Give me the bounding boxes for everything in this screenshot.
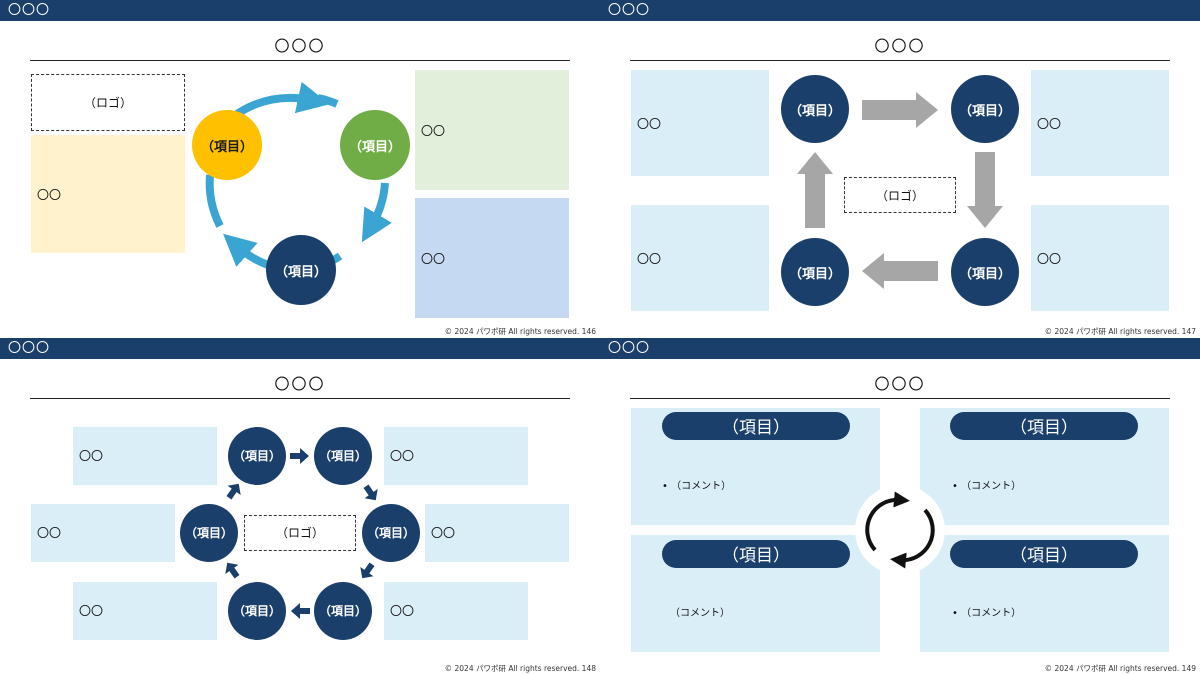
item-circle-top-right: （項目）: [340, 110, 410, 180]
header-text: 〇〇〇: [608, 3, 651, 18]
item-circle-top-right: （項目）: [951, 75, 1019, 143]
text-box-middle-right: 〇〇: [425, 503, 569, 562]
slide-title: 〇〇〇: [874, 374, 926, 393]
item-circle-middle-left: （項目）: [180, 503, 238, 562]
title-divider: [630, 397, 1170, 399]
slide-147: 〇〇〇 〇〇〇 〇〇 〇〇 〇〇 〇〇 （項目） （項目） （項目） （項目） …: [600, 0, 1200, 338]
comment-bottom-left: （コメント）: [670, 607, 730, 619]
item-pill-top-right: （項目）: [950, 411, 1138, 440]
title-divider: [630, 60, 1170, 61]
slide-148: 〇〇〇 〇〇〇 〇〇 〇〇 〇〇 〇〇 〇〇 〇〇: [0, 337, 600, 675]
slide-title: 〇〇〇: [274, 37, 326, 55]
text-box-right-top: 〇〇: [415, 70, 569, 190]
text-box-bottom-right: 〇〇: [384, 581, 528, 640]
item-circle-top-left: （項目）: [781, 75, 849, 143]
text-box-right-bottom: 〇〇: [415, 198, 569, 318]
item-circle-bottom-right: （項目）: [951, 238, 1019, 306]
text-box-bottom-left: 〇〇: [73, 581, 217, 640]
text-box-top-right: 〇〇: [1031, 70, 1169, 176]
comment-top-left: • （コメント）: [662, 480, 732, 492]
text-box-top-right: 〇〇: [384, 426, 528, 485]
flow-arrows: [797, 92, 1003, 289]
footer-copyright: © 2024 パワポ研 All rights reserved. 147: [1044, 326, 1196, 336]
text-box-top-left: 〇〇: [73, 426, 217, 485]
item-circle-bottom-right: （項目）: [314, 581, 372, 640]
item-circle-top-left: （項目）: [228, 426, 286, 485]
slide-header-bar: 〇〇〇: [600, 337, 1200, 359]
logo-placeholder: （ロゴ）: [244, 514, 356, 551]
slide-title: 〇〇〇: [874, 37, 926, 55]
header-text: 〇〇〇: [8, 340, 51, 356]
text-box-top-left: 〇〇: [631, 70, 769, 176]
flow-arrows: [225, 447, 378, 619]
header-text: 〇〇〇: [8, 3, 51, 18]
comment-top-right: • （コメント）: [952, 480, 1022, 492]
title-divider: [30, 397, 570, 399]
text-box-bottom-left: 〇〇: [631, 205, 769, 311]
item-circle-top-left: （項目）: [192, 110, 262, 180]
text-box-middle-left: 〇〇: [31, 503, 175, 562]
item-circle-top-right: （項目）: [314, 426, 372, 485]
item-circle-bottom-left: （項目）: [781, 238, 849, 306]
footer-copyright: © 2024 パワポ研 All rights reserved. 148: [444, 664, 596, 673]
slide-header-bar: 〇〇〇: [600, 0, 1200, 21]
footer-copyright: © 2024 パワポ研 All rights reserved. 146: [444, 326, 596, 336]
header-text: 〇〇〇: [608, 340, 651, 356]
logo-placeholder: （ロゴ）: [31, 74, 185, 131]
comment-bottom-right: • （コメント）: [952, 607, 1022, 619]
text-box-left: 〇〇: [31, 135, 185, 253]
item-circle-middle-right: （項目）: [362, 503, 420, 562]
logo-placeholder: （ロゴ）: [844, 177, 956, 213]
footer-copyright: © 2024 パワポ研 All rights reserved. 149: [1044, 664, 1196, 673]
item-circle-bottom: （項目）: [266, 235, 336, 305]
text-box-bottom-right: 〇〇: [1031, 205, 1169, 311]
title-divider: [30, 60, 570, 61]
slide-header-bar: 〇〇〇: [0, 337, 600, 359]
refresh-cycle-icon: [865, 490, 935, 569]
item-pill-top-left: （項目）: [662, 411, 850, 440]
item-pill-bottom-left: （項目）: [662, 539, 850, 568]
slide-header-bar: 〇〇〇: [0, 0, 600, 21]
item-circle-bottom-left: （項目）: [228, 581, 286, 640]
slide-146: 〇〇〇 〇〇〇 （ロゴ） 〇〇 （項目） （項目） （項目） 〇〇 〇〇 © 2…: [0, 0, 600, 338]
slide-149: 〇〇〇 〇〇〇 （項目） （項目） （項目） （項目） • （コメント） • （…: [600, 337, 1200, 675]
slide-title: 〇〇〇: [274, 374, 326, 393]
item-pill-bottom-right: （項目）: [950, 539, 1138, 568]
